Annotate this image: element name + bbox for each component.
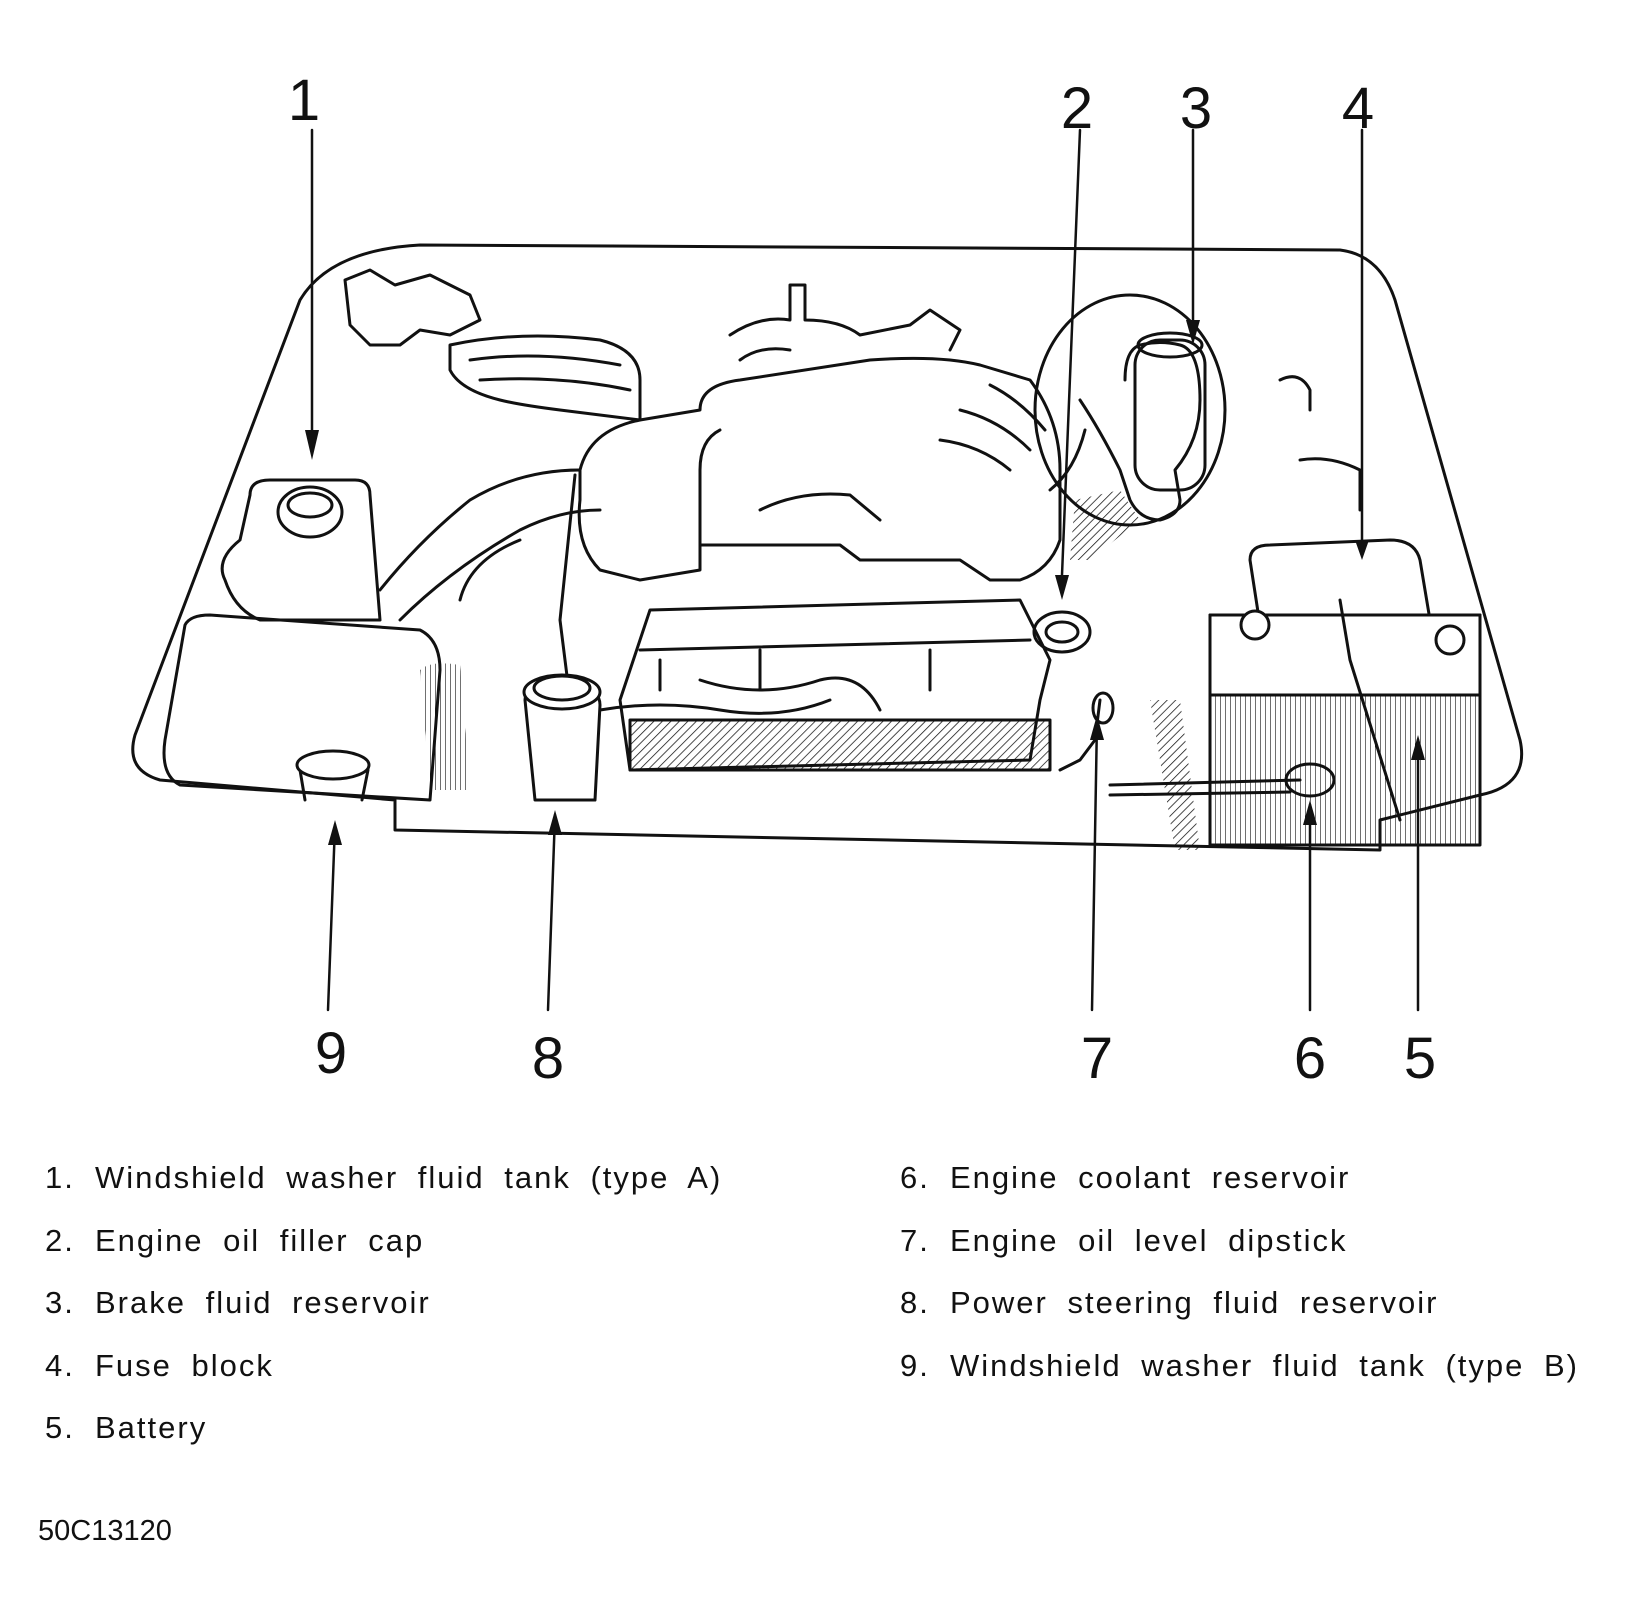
legend-item: 1. Windshield washer fluid tank (type A) (45, 1160, 722, 1223)
leader-arrowheads (305, 320, 1425, 845)
legend-item-number: 6. (900, 1160, 930, 1195)
callout-6: 6 (1293, 1026, 1327, 1091)
legend-item: 2. Engine oil filler cap (45, 1223, 722, 1286)
legend-item-number: 8. (900, 1285, 930, 1320)
legend-item: 5. Battery (45, 1410, 722, 1473)
legend-item-label: Engine oil level dipstick (950, 1222, 1348, 1258)
legend-item-label: Engine oil filler cap (95, 1222, 425, 1258)
legend-item-number: 9. (900, 1347, 930, 1383)
legend-item-label: Power steering fluid reservoir (950, 1285, 1439, 1320)
callout-1: 1 (287, 68, 321, 133)
oil-filler-cap (1032, 610, 1092, 654)
fuse-block (1248, 538, 1432, 627)
callout-4: 4 (1341, 76, 1375, 141)
callout-5: 5 (1403, 1026, 1437, 1091)
legend-item: 4. Fuse block (45, 1348, 722, 1411)
legend-item: 7. Engine oil level dipstick (900, 1223, 1579, 1286)
legend-item-label: Fuse block (95, 1347, 274, 1383)
legend-item-label: Battery (95, 1410, 208, 1445)
legend-right-column: 6. Engine coolant reservoir 7. Engine oil … (900, 1160, 1579, 1410)
legend-left-column: 1.Windshield washer fluid tank (type A) … (45, 1160, 722, 1473)
legend-item: 6. Engine coolant reservoir (900, 1160, 1579, 1223)
callout-2: 2 (1060, 76, 1094, 141)
legend-item-number: 4. (45, 1347, 75, 1383)
engine-bay-diagram (131, 128, 1524, 1012)
legend-item-label: Windshield washer fluid tank (type A) (95, 1160, 723, 1195)
legend-item-number: 2. (45, 1222, 75, 1258)
callout-9: 9 (314, 1021, 348, 1086)
engine-block (577, 356, 1062, 582)
legend-item: 8. Power steering fluid reservoir (900, 1285, 1579, 1348)
figure-code: 50C13120 (38, 1515, 172, 1547)
legend-item-number: 7. (900, 1222, 930, 1258)
callout-8: 8 (531, 1026, 565, 1091)
legend-item-number: 1. (45, 1160, 75, 1195)
leader-lines (310, 128, 1420, 1012)
legend-item-number: 3. (45, 1285, 75, 1320)
legend-item: 9. Windshield washer fluid tank (type B) (900, 1348, 1579, 1411)
callout-7: 7 (1080, 1026, 1114, 1091)
washer-tank-type-a (220, 478, 382, 622)
legend-item-label: Brake fluid reservoir (95, 1285, 431, 1320)
engine-bay-outline (131, 243, 1524, 852)
legend-item-label: Windshield washer fluid tank (type B) (950, 1347, 1580, 1383)
legend-item-label: Engine coolant reservoir (950, 1160, 1351, 1195)
washer-tank-type-b (162, 613, 442, 802)
callout-3: 3 (1179, 76, 1213, 141)
legend-item: 3. Brake fluid reservoir (45, 1285, 722, 1348)
legend-item-number: 5. (45, 1410, 75, 1445)
brake-fluid-reservoir (1133, 338, 1207, 492)
